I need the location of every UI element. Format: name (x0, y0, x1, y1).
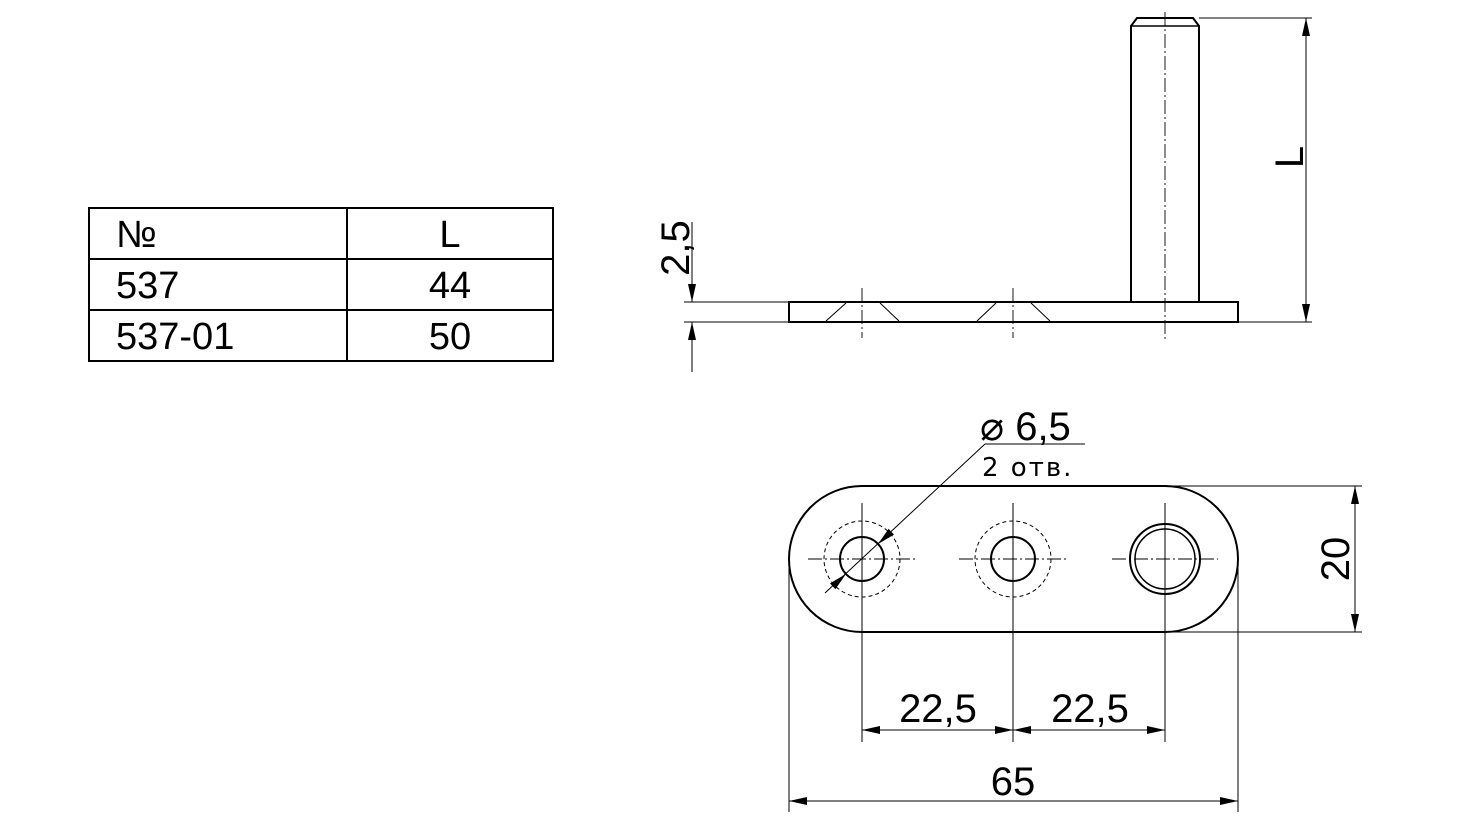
cell-number: 537-01 (88, 309, 348, 362)
side-plate-outline (788, 301, 1239, 323)
dimension-plate-thickness: 2,5 (654, 220, 789, 372)
arrowhead (995, 726, 1013, 734)
arrowhead (1351, 486, 1359, 504)
hole-spacing-left-label: 22,5 (899, 687, 977, 731)
arrowhead (1351, 614, 1359, 632)
arrowhead (878, 528, 894, 544)
arrowhead (1147, 726, 1165, 734)
variants-table: № L 537 44 537-01 50 (88, 207, 554, 362)
plate-thickness-label: 2,5 (654, 220, 698, 276)
cell-length: 50 (346, 309, 554, 362)
arrowhead (1302, 18, 1310, 36)
arrowhead (1220, 797, 1238, 805)
cell-number-value: 537-01 (116, 316, 235, 358)
dimension-overall-length: 65 (788, 559, 1239, 812)
dimension-plate-width: 20 (1165, 485, 1362, 633)
side-countersink-1 (825, 302, 900, 322)
overall-length-label: 65 (991, 760, 1036, 804)
table-header-row: № L (88, 207, 554, 260)
side-view: 2,5 L (654, 12, 1312, 372)
dimension-pin-length: L (1199, 17, 1312, 323)
top-view: ⌀ 6,5 2 отв. 20 22,5 22,5 (788, 405, 1362, 812)
arrowhead (1302, 304, 1310, 322)
plate-width-label: 20 (1314, 537, 1358, 582)
hole-diameter-label: ⌀ 6,5 (980, 405, 1071, 449)
arrowhead (830, 574, 846, 590)
table-row: 537-01 50 (88, 309, 554, 362)
header-length-label: L (439, 214, 461, 256)
header-length: L (346, 207, 554, 260)
arrowhead (688, 284, 696, 302)
leader-line (824, 443, 986, 594)
dimension-hole-spacing: 22,5 22,5 (862, 687, 1165, 734)
arrowhead (688, 322, 696, 340)
cell-number: 537 (88, 258, 348, 311)
arrowhead (862, 726, 880, 734)
dimension-hole-diameter: ⌀ 6,5 2 отв. (824, 405, 1085, 594)
pin-length-label: L (1268, 146, 1312, 168)
arrowhead (1013, 726, 1031, 734)
cell-number-value: 537 (116, 265, 180, 307)
header-number: № (88, 207, 348, 260)
table-row: 537 44 (88, 258, 554, 311)
side-countersink-2 (976, 302, 1051, 322)
cell-length-value: 44 (428, 265, 472, 307)
hole-count-label: 2 отв. (982, 453, 1073, 483)
arrowhead (789, 797, 807, 805)
cell-length-value: 50 (428, 316, 472, 358)
cell-length: 44 (346, 258, 554, 311)
header-number-label: № (116, 214, 157, 256)
hole-spacing-right-label: 22,5 (1051, 687, 1129, 731)
